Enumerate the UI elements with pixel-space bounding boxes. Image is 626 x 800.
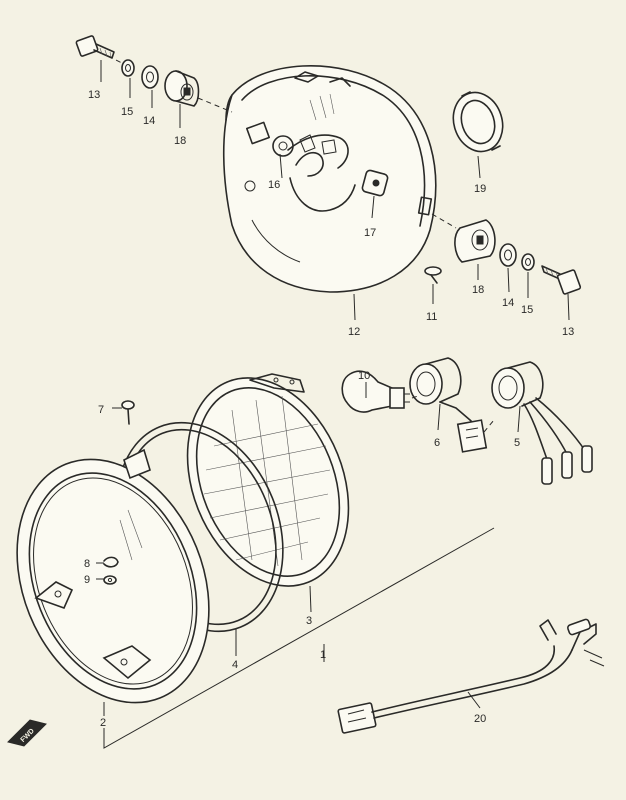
callout-6: 6 [434,437,440,449]
rubber-ring-19 [452,91,504,153]
callout-3: 3 [306,615,312,627]
forward-direction-badge: FWD [7,719,47,747]
callout-10: 10 [358,370,370,382]
callout-4: 4 [232,659,238,671]
bulb-10 [341,370,410,413]
screw-7 [121,400,135,425]
spring-clip-8 [103,556,119,568]
nut-9 [103,575,117,585]
callout-19: 19 [474,183,486,195]
callout-2: 2 [100,717,106,729]
callout-9: 9 [84,574,90,586]
leader-lines [96,60,570,749]
callout-1: 1 [320,649,326,661]
bolt-13-upper-left [75,35,115,59]
callout-20: 20 [474,713,486,725]
callout-14-upper: 14 [143,115,155,127]
socket-5 [491,361,593,485]
callout-11: 11 [426,311,437,323]
washer-14-upper-left [141,65,159,89]
headlight-lens-unit-3 [186,373,350,587]
screw-11 [424,266,442,284]
callout-14-right: 14 [502,297,514,309]
grommet-18-right [454,219,496,263]
callout-18-upper: 18 [174,135,186,147]
callout-18-right: 18 [472,284,484,296]
callout-17: 17 [364,227,376,239]
wiring-harness-20 [337,618,605,734]
callout-13-upper: 13 [88,89,100,101]
grommet-18-upper-left [164,70,200,107]
callout-5: 5 [514,437,520,449]
callout-13-right: 13 [562,326,574,338]
callout-15-upper: 15 [121,106,133,118]
callout-12: 12 [348,326,360,338]
callout-labels: 13 15 14 18 16 17 12 11 19 18 14 15 13 1… [84,89,574,729]
socket-6 [409,357,488,453]
washer-15-upper-left [121,59,135,77]
callout-15-right: 15 [521,304,533,316]
callout-16: 16 [268,179,280,191]
callout-8: 8 [84,558,90,570]
callout-7: 7 [98,404,104,416]
bolt-13-right [541,265,582,295]
washer-14-right [499,243,517,267]
washer-15-right [521,253,535,271]
headlight-housing [222,65,437,293]
